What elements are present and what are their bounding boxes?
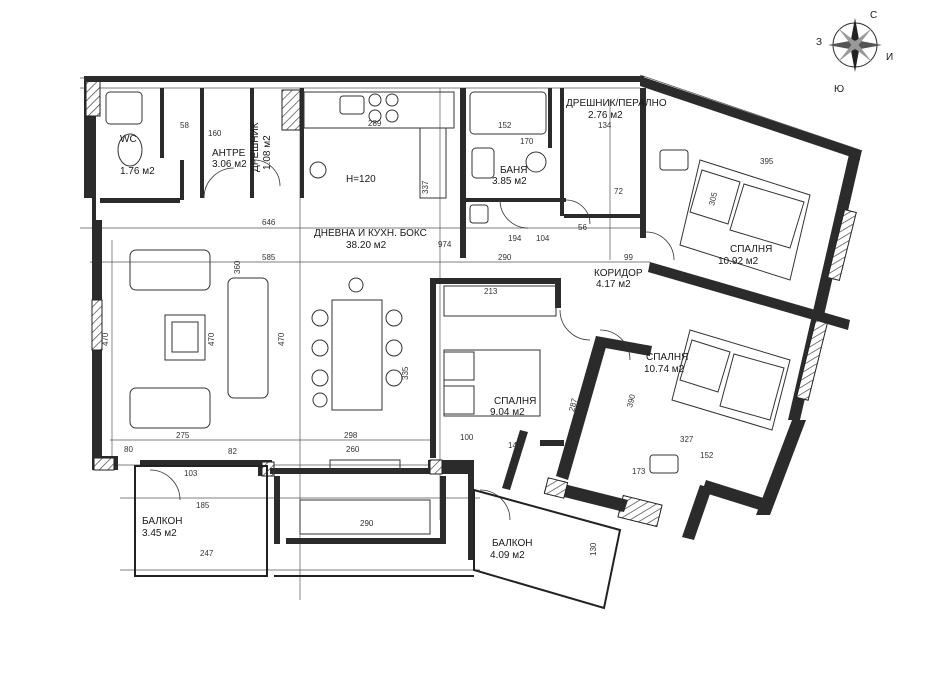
room-wardrobe1-name: ДРЕШНИК bbox=[250, 122, 261, 172]
room-wardrobe2-area: 2.76 м2 bbox=[588, 110, 623, 121]
dim-label: 72 bbox=[614, 187, 623, 196]
compass-east-label: И bbox=[886, 52, 893, 63]
room-bed1-name: СПАЛНЯ bbox=[730, 244, 772, 255]
dim-label: 335 bbox=[401, 366, 410, 380]
fridge bbox=[419, 127, 447, 199]
kitchen-counter bbox=[303, 91, 455, 129]
interior-walls bbox=[100, 88, 850, 490]
room-antre-name: АНТРЕ bbox=[212, 148, 246, 159]
dim-label: 287 bbox=[567, 397, 579, 413]
dim-label: 173 bbox=[632, 467, 646, 476]
dim-label: 247 bbox=[200, 549, 214, 558]
dim-label: 130 bbox=[589, 542, 598, 556]
dimension-labels: 289 337 152 170 134 646 974 585 290 99 4… bbox=[101, 119, 774, 558]
room-wc-area: 1.76 м2 bbox=[120, 166, 155, 177]
dim-label: 290 bbox=[498, 253, 512, 262]
dim-label: 646 bbox=[262, 218, 276, 227]
dim-label: 260 bbox=[346, 445, 360, 454]
dim-label: 104 bbox=[536, 234, 550, 243]
dim-label: 275 bbox=[176, 431, 190, 440]
compass-north-label: С bbox=[870, 10, 877, 21]
dim-label: 170 bbox=[520, 137, 534, 146]
dim-label: 100 bbox=[460, 433, 474, 442]
balconies bbox=[134, 465, 622, 610]
room-balcony1-name: БАЛКОН bbox=[142, 516, 183, 527]
bed-1 bbox=[679, 159, 811, 281]
dim-label: 141 bbox=[508, 441, 522, 450]
doors bbox=[149, 159, 675, 521]
dim-label: 974 bbox=[438, 240, 452, 249]
dim-label: 152 bbox=[700, 451, 714, 460]
room-bed3-name: СПАЛНЯ bbox=[494, 396, 536, 407]
room-bed2-name: СПАЛНЯ bbox=[646, 352, 688, 363]
dim-label: 395 bbox=[760, 157, 774, 166]
balcony-1-outline bbox=[134, 465, 268, 577]
room-corridor-name: КОРИДОР bbox=[594, 268, 643, 279]
dim-label: 99 bbox=[624, 253, 633, 262]
bed-3 bbox=[443, 349, 541, 417]
compass-west-label: З bbox=[816, 37, 822, 48]
room-balcony2-name: БАЛКОН bbox=[492, 538, 533, 549]
dim-label: 134 bbox=[598, 121, 612, 130]
dim-label: 194 bbox=[508, 234, 522, 243]
dim-label: 360 bbox=[233, 260, 242, 274]
room-bed1-area: 10.92 м2 bbox=[718, 256, 759, 267]
dim-label: 298 bbox=[344, 431, 358, 440]
room-bed2-area: 10.74 м2 bbox=[644, 364, 685, 375]
dim-label: 80 bbox=[124, 445, 133, 454]
dim-label: 82 bbox=[228, 447, 237, 456]
compass-south-label: Ю bbox=[834, 84, 844, 95]
dim-label: 470 bbox=[207, 332, 216, 346]
room-wardrobe1-area: 1.08 м2 bbox=[262, 135, 273, 170]
dim-label: 152 bbox=[498, 121, 512, 130]
bathtub bbox=[469, 91, 547, 135]
sofa-side bbox=[227, 277, 269, 399]
room-bath-name: БАНЯ bbox=[500, 165, 527, 176]
dining-table bbox=[331, 299, 383, 411]
dim-label: 185 bbox=[196, 501, 210, 510]
room-living-name: ДНЕВНА И КУХН. БОКС bbox=[314, 228, 427, 239]
furniture bbox=[105, 91, 811, 535]
sofa-top bbox=[129, 249, 211, 291]
room-corridor-area: 4.17 м2 bbox=[596, 279, 631, 290]
balcony-2-outline bbox=[473, 488, 622, 610]
room-balcony1-area: 3.45 м2 bbox=[142, 528, 177, 539]
room-labels: ДНЕВНА И КУХН. БОКС 38.20 м2 АНТРЕ 3.06 … bbox=[120, 98, 772, 561]
dim-label: 289 bbox=[368, 119, 382, 128]
compass-rose: С Ю И З bbox=[816, 10, 893, 95]
exterior-walls bbox=[84, 76, 862, 560]
sofa-bottom bbox=[129, 387, 211, 429]
balcony-bench bbox=[299, 499, 431, 535]
tv-unit bbox=[329, 459, 401, 471]
dim-label: 470 bbox=[277, 332, 286, 346]
dim-label: 56 bbox=[578, 223, 587, 232]
dim-label: 103 bbox=[184, 469, 198, 478]
dim-label: 213 bbox=[484, 287, 498, 296]
room-bed3-area: 9.04 м2 bbox=[490, 407, 525, 418]
dim-label: 305 bbox=[707, 191, 719, 207]
dim-label: 290 bbox=[360, 519, 374, 528]
bed-2 bbox=[671, 329, 791, 431]
dim-label: 58 bbox=[180, 121, 189, 130]
room-wardrobe2-name: ДРЕШНИК/ПЕРАЛНО bbox=[566, 98, 667, 109]
dim-label: 337 bbox=[421, 180, 430, 194]
dim-label: 160 bbox=[208, 129, 222, 138]
wardrobe-3 bbox=[443, 285, 557, 317]
dim-label: 585 bbox=[262, 253, 276, 262]
room-antre-area: 3.06 м2 bbox=[212, 159, 247, 170]
room-bath-area: 3.85 м2 bbox=[492, 176, 527, 187]
room-balcony2-area: 4.09 м2 bbox=[490, 550, 525, 561]
dim-label: 327 bbox=[680, 435, 694, 444]
height-note: H=120 bbox=[346, 174, 376, 185]
coffee-table bbox=[164, 314, 206, 361]
room-living-area: 38.20 м2 bbox=[346, 240, 387, 251]
room-wc-name: WC bbox=[120, 134, 137, 145]
dim-label: 390 bbox=[625, 393, 637, 409]
dim-label: 470 bbox=[101, 332, 110, 346]
